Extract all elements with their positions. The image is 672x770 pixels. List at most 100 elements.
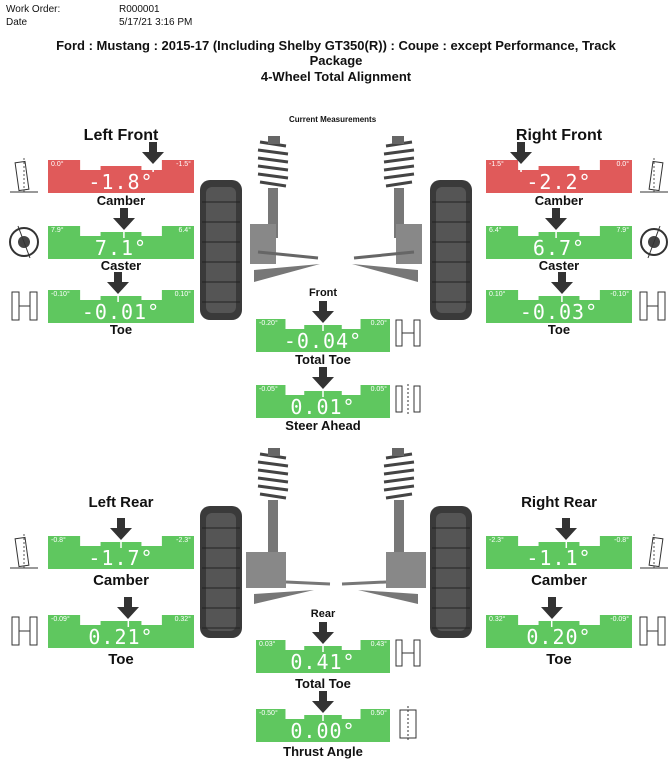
gauge-bar (256, 640, 390, 673)
gauge-value: 0.20° (526, 625, 592, 649)
left-rear-title: Left Rear (88, 494, 154, 511)
gauge-bar (256, 385, 390, 418)
right-front-toe-gauge: 0.10° -0.10° -0.03° (486, 290, 632, 323)
gauge-min: -0.50° (259, 710, 278, 717)
pointer-arrow (107, 272, 130, 299)
gauge-min: -2.3° (489, 537, 504, 544)
front-total-toe-label: Total Toe (295, 352, 351, 367)
camber-icon (640, 158, 668, 193)
left-rear-toe-gauge: -0.09° 0.32° 0.21° (48, 615, 194, 648)
gauge-value: -0.04° (283, 329, 363, 353)
gauge-max: 7.9° (616, 227, 629, 234)
right-rear-toe-gauge: 0.32° -0.09° 0.20° (486, 615, 632, 648)
left-front-caster-gauge: 7.9° 6.4° 7.1° (48, 226, 194, 259)
gauge-value: 6.7° (532, 236, 586, 260)
gauge-value: 0.00° (290, 719, 356, 743)
thrust-angle-gauge: -0.50° 0.50° 0.00° (256, 709, 390, 742)
pointer-arrow (312, 622, 334, 649)
vehicle-title-cont: Package (309, 53, 363, 68)
pointer-arrow (540, 597, 563, 624)
gauge-max: 0.43° (370, 641, 387, 648)
gauge-min: -0.05° (259, 386, 278, 393)
gauge-value: -0.01° (81, 300, 161, 324)
pointer-arrow (142, 142, 165, 169)
right-rear-camber-gauge: -2.3° -0.8° -1.1° (486, 536, 632, 569)
left-front-camber-label: Camber (96, 193, 146, 208)
gauge-bar (256, 319, 390, 352)
gauge-bar (48, 160, 194, 193)
gauge-value: -1.1° (526, 546, 592, 570)
left-rear-camber-gauge: -0.8° -2.3° -1.7° (48, 536, 194, 569)
gauge-min: 0.0° (51, 161, 64, 168)
left-front-toe-label: Toe (109, 322, 133, 337)
current-measurements-label: Current Measurements (289, 115, 377, 124)
right-front-caster-gauge: 6.4° 7.9° 6.7° (486, 226, 632, 259)
gauge-bar (48, 615, 194, 648)
gauge-min: 6.4° (489, 227, 502, 234)
pointer-arrow (312, 367, 334, 394)
gauge-bar (486, 226, 632, 259)
gauge-min: -0.10° (51, 291, 70, 298)
gauge-max: 0.10° (174, 291, 191, 298)
right-front-toe-label: Toe (547, 322, 571, 337)
gauge-bar (256, 709, 390, 742)
date-label: Date (6, 17, 28, 28)
rear-label: Rear (310, 608, 336, 620)
left-front-camber-gauge: 0.0° -1.5° -1.8° (48, 160, 194, 193)
gauge-value: 0.41° (290, 650, 356, 674)
gauge-value: -1.7° (88, 546, 154, 570)
gauge-value: -1.8° (88, 170, 154, 194)
work-order-value: R000001 (119, 4, 160, 15)
gauge-min: 0.03° (259, 641, 276, 648)
toe-icon (11, 616, 38, 646)
left-front-toe-gauge: -0.10° 0.10° -0.01° (48, 290, 194, 323)
gauge-bar (486, 290, 632, 323)
date-value: 5/17/21 3:16 PM (119, 17, 193, 28)
rear-total-toe-label: Total Toe (295, 676, 351, 691)
gauge-max: 0.32° (174, 616, 191, 623)
gauge-bar (48, 226, 194, 259)
right-front-title: Right Front (515, 127, 603, 144)
front-total-toe-gauge: -0.20° 0.20° -0.04° (256, 319, 390, 352)
gauge-max: 0.50° (370, 710, 387, 717)
right-front-camber-gauge: -1.5° 0.0° -2.2° (486, 160, 632, 193)
gauge-min: -0.09° (51, 616, 70, 623)
gauge-max: -0.09° (610, 616, 629, 623)
total-toe-icon (395, 319, 421, 347)
pointer-arrow (510, 142, 533, 169)
gauge-min: -0.8° (51, 537, 66, 544)
gauge-max: 6.4° (178, 227, 191, 234)
gauge-bar (486, 615, 632, 648)
gauge-max: 0.0° (616, 161, 629, 168)
gauge-min: -0.20° (259, 320, 278, 327)
gauge-value: 7.1° (94, 236, 148, 260)
toe-icon (639, 616, 666, 646)
left-front-title: Left Front (83, 127, 159, 144)
gauge-min: 0.32° (489, 616, 506, 623)
gauge-min: -1.5° (489, 161, 504, 168)
gauge-value: -2.2° (526, 170, 592, 194)
gauge-value: 0.01° (290, 395, 356, 419)
gauge-bar (48, 290, 194, 323)
gauge-max: 0.20° (370, 320, 387, 327)
steer-ahead-icon (395, 384, 421, 416)
right-rear-camber-label: Camber (531, 572, 587, 589)
pointer-arrow (555, 518, 578, 545)
gauge-min: 7.9° (51, 227, 64, 234)
gauge-bar (486, 536, 632, 569)
camber-icon (10, 534, 38, 569)
vehicle-title: Ford : Mustang : 2015-17 (Including Shel… (56, 38, 616, 53)
right-front-caster-label: Caster (538, 258, 580, 273)
gauge-max: -0.10° (610, 291, 629, 298)
gauge-max: -1.5° (176, 161, 191, 168)
gauge-max: 0.05° (370, 386, 387, 393)
rear-total-toe-gauge: 0.03° 0.43° 0.41° (256, 640, 390, 673)
caster-icon (640, 225, 668, 259)
work-order-label: Work Order: (6, 4, 61, 15)
gauge-max: -2.3° (176, 537, 191, 544)
thrust-angle-icon (399, 706, 417, 742)
total-toe-icon (395, 639, 421, 667)
thrust-angle-label: Thrust Angle (283, 744, 363, 759)
left-rear-camber-label: Camber (93, 572, 149, 589)
gauge-min: 0.10° (489, 291, 506, 298)
